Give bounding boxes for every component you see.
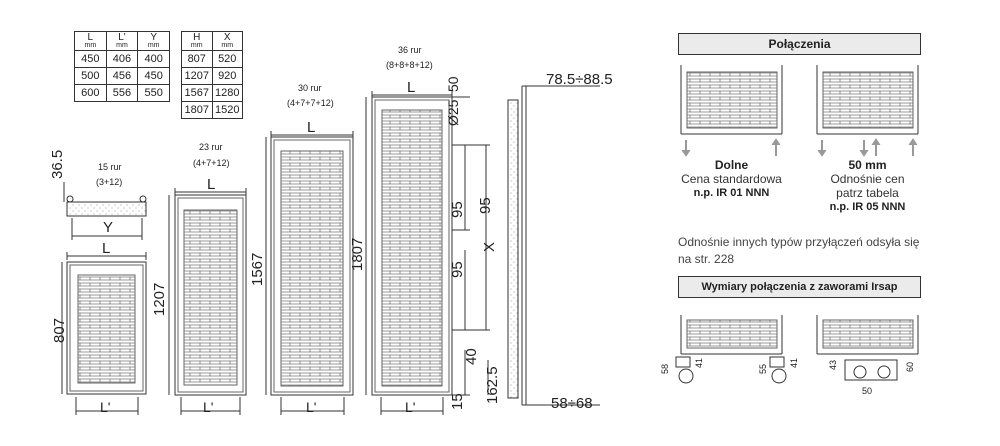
label-162-5: 162.5 (484, 366, 501, 404)
label-50: 50 (445, 76, 461, 92)
label-groups-1: (3+12) (96, 177, 122, 187)
connection-50mm: 50 mm Odnośnie cen patrz tabela n.p. IR … (800, 158, 935, 214)
valve-dim-55: 55 (758, 364, 768, 374)
valves-title: Wymiary połączenia z zaworami Irsap (678, 276, 921, 298)
label-depth-bottom: 58÷68 (551, 395, 593, 412)
label-L-prime-4: L' (405, 399, 415, 415)
label-36-5: 36.5 (49, 150, 66, 179)
connection-50mm-drawing (816, 65, 919, 157)
label-Y: Y (103, 219, 113, 236)
connection-bottom-drawing (680, 65, 783, 157)
valve-right-drawing (816, 315, 919, 381)
label-groups-3: (4+7+7+12) (287, 98, 334, 108)
radiator-807 (61, 182, 147, 415)
label-L-1: L (102, 240, 110, 257)
connections-note: Odnośnie innych typów przyłączeń odsyła … (678, 235, 920, 266)
side-profile (507, 85, 600, 406)
valve-dim-41-a: 41 (694, 358, 704, 368)
label-L-4: L (407, 79, 415, 96)
radiator-1567 (265, 131, 354, 415)
label-95-c: 95 (449, 261, 466, 278)
radiator-1807 (365, 91, 490, 415)
connection-bottom-code: n.p. IR 01 NNN (693, 187, 770, 199)
connection-50mm-desc2: patrz tabela (836, 186, 899, 200)
valve-dim-43: 43 (828, 360, 838, 370)
radiator-1207 (168, 188, 247, 415)
label-L-3: L (307, 119, 315, 136)
connection-bottom: Dolne Cena standardowa n.p. IR 01 NNN (664, 158, 799, 200)
connection-bottom-name: Dolne (714, 158, 749, 172)
valve-dim-60: 60 (905, 362, 915, 372)
label-depth-top: 78.5÷88.5 (546, 71, 613, 88)
connection-50mm-code: n.p. IR 05 NNN (829, 201, 906, 213)
label-tubes-2: 23 rur (199, 142, 223, 152)
connection-50mm-desc1: Odnośnie cen (830, 172, 905, 186)
label-95-b: 95 (477, 197, 494, 214)
label-L-prime-1: L' (100, 399, 110, 415)
label-height-807: 807 (51, 318, 68, 343)
label-tubes-1: 15 rur (98, 162, 122, 172)
valve-left-drawing (675, 315, 787, 384)
label-groups-4: (8+8+8+12) (386, 60, 433, 70)
label-L-2: L (207, 176, 215, 193)
valve-dim-50: 50 (862, 386, 872, 396)
connection-50mm-name: 50 mm (848, 158, 887, 172)
label-L-prime-3: L' (306, 399, 316, 415)
label-X: X (481, 242, 498, 252)
label-95-a: 95 (449, 201, 466, 218)
label-L-prime-2: L' (203, 399, 213, 415)
label-groups-2: (4+7+12) (193, 158, 230, 168)
label-15: 15 (449, 393, 466, 410)
valve-dim-58: 58 (660, 364, 670, 374)
connection-bottom-desc: Cena standardowa (681, 172, 782, 186)
label-tubes-4: 36 rur (398, 45, 422, 55)
label-height-1207: 1207 (151, 283, 168, 316)
connections-title: Połączenia (678, 33, 921, 55)
label-40: 40 (463, 348, 480, 365)
label-diameter: Ø25 (445, 99, 461, 126)
label-tubes-3: 30 rur (298, 83, 322, 93)
label-height-1567: 1567 (249, 253, 266, 286)
label-height-1807: 1807 (349, 238, 366, 271)
valve-dim-41-b: 41 (789, 358, 799, 368)
